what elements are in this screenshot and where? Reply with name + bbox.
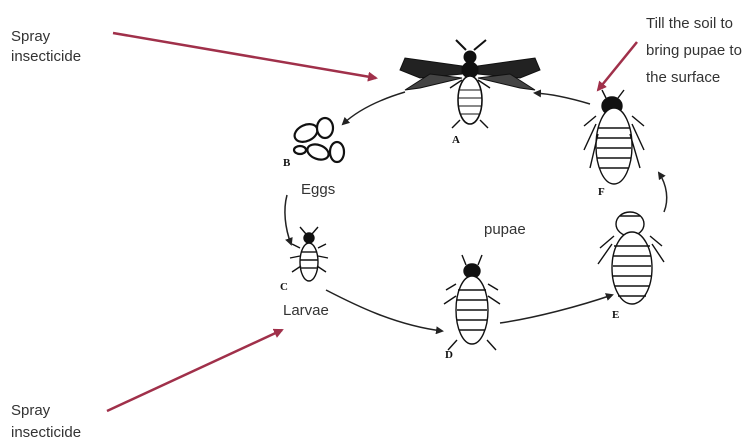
larva-icon — [290, 227, 328, 281]
pupa-f-icon — [584, 90, 644, 184]
cycle-arrow-a-to-b — [343, 92, 405, 124]
stage-letter-a: A — [452, 134, 460, 146]
annotation-till-line3: the surface — [646, 69, 720, 86]
cycle-arrow-e-to-f — [659, 173, 667, 212]
stage-letter-b: B — [283, 157, 291, 169]
cycle-arrow-b-to-c — [285, 195, 291, 244]
annotation-till-line1: Till the soil to — [646, 15, 733, 32]
pupa-d-icon — [444, 255, 500, 350]
stage-letter-f: F — [598, 186, 605, 198]
annotation-spray-bottom-line1: Spray — [11, 402, 51, 419]
annotation-arrow-spray-top — [113, 33, 376, 78]
cycle-arrow-f-to-a — [535, 93, 590, 104]
stage-letter-c: C — [280, 281, 288, 293]
eggs-icon — [292, 118, 344, 162]
annotation-till-line2: bring pupae to — [646, 42, 742, 59]
stage-letter-d: D — [445, 349, 453, 361]
annotation-arrow-spray-bottom — [107, 330, 282, 411]
pupa-e-icon — [598, 212, 664, 304]
annotation-spray-bottom-line2: insecticide — [11, 424, 81, 441]
stage-letter-e: E — [612, 309, 619, 321]
cycle-arrow-c-to-d — [326, 290, 442, 331]
label-larvae: Larvae — [283, 302, 329, 319]
annotation-arrow-till — [598, 42, 637, 90]
label-pupae: pupae — [484, 221, 526, 238]
label-eggs: Eggs — [301, 181, 335, 198]
annotation-spray-top-line2: insecticide — [11, 48, 81, 65]
annotation-spray-top-line1: Spray — [11, 28, 51, 45]
adult-thrips-icon — [400, 40, 540, 128]
cycle-arrow-d-to-e — [500, 295, 612, 323]
